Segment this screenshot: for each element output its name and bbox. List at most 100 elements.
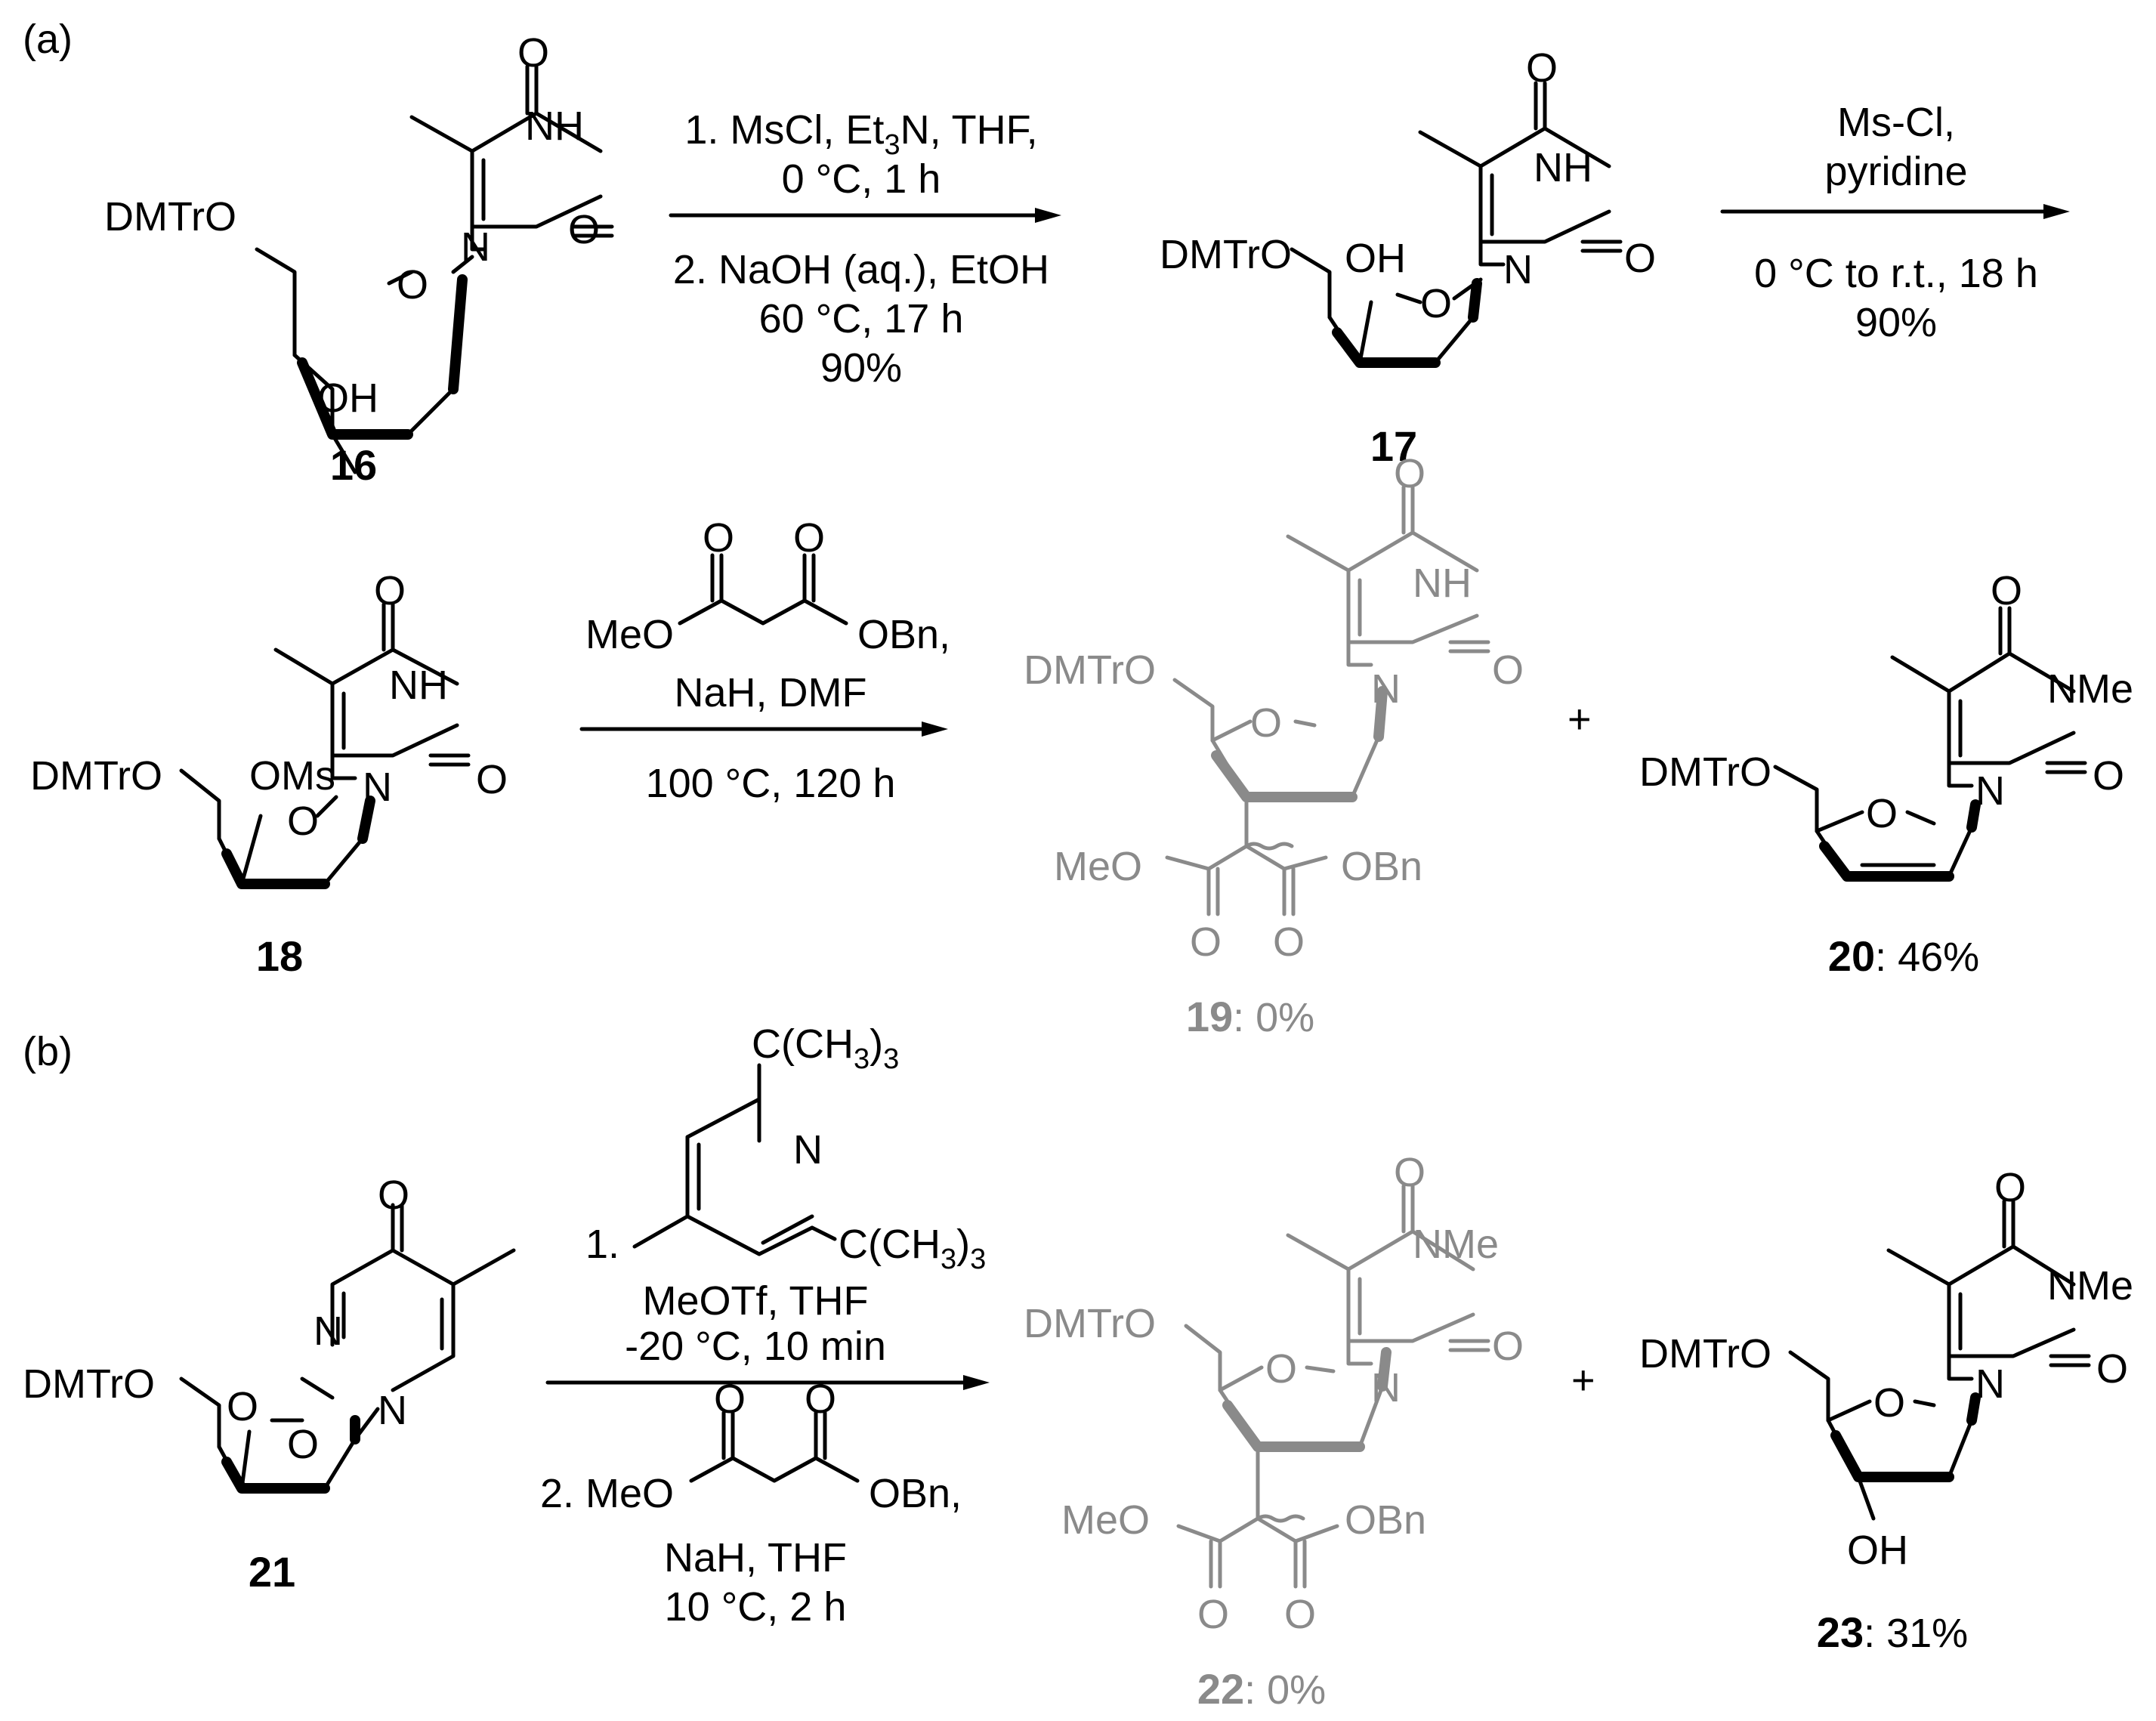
step2-conditions-below-line1: 0 °C to r.t., 18 h — [1754, 251, 2038, 296]
compound-19-obn: OBn — [1341, 844, 1422, 889]
compound-22: DMTrO O NMe O N O MeO OBn O O 22: 0% — [1024, 1150, 1524, 1713]
step1-conditions-below-line1: 2. NaOH (aq.), EtOH — [673, 247, 1049, 292]
malonate-a-meo: MeO — [585, 612, 674, 657]
compound-17-carbonyl-o2: O — [1624, 236, 1656, 281]
compound-23-dmtro: DMTrO — [1639, 1331, 1771, 1376]
compound-22-yield: : 0% — [1244, 1667, 1326, 1713]
compound-20: DMTrO O NMe O N O 20: 46% — [1639, 568, 2133, 980]
compound-23-bonds — [1788, 1199, 2091, 1521]
plus-sign-a: + — [1568, 697, 1592, 742]
step1-conditions-below-line3: 90% — [820, 345, 902, 391]
reaction-arrow-2 — [1720, 204, 2070, 219]
compound-19: DMTrO O NH O N O MeO OBn O O 19: 0% — [1024, 451, 1524, 1040]
compound-18-carbonyl-o: O — [374, 568, 406, 613]
compound-22-ring-o: O — [1265, 1346, 1297, 1392]
compound-21-dmtro: DMTrO — [23, 1361, 155, 1407]
compound-23-number: 23 — [1817, 1608, 1864, 1656]
compound-22-ester-o2: O — [1284, 1592, 1316, 1637]
compound-22-nme: NMe — [1413, 1222, 1499, 1267]
step4-conditions-above-line2: -20 °C, 10 min — [625, 1324, 886, 1369]
step2-conditions-below-line2: 90% — [1855, 300, 1937, 345]
compound-18-number: 18 — [256, 932, 303, 980]
pyridine-tbu-top: C(CH3)3 — [752, 1021, 899, 1075]
compound-17: DMTrO OH O NH O N O 17 — [1160, 45, 1656, 470]
panel-label-b: (b) — [23, 1029, 73, 1074]
compound-20-carbonyl-o: O — [1991, 568, 2022, 613]
compound-21-ring-o: O — [287, 1422, 319, 1467]
compound-16-carbonyl-o2: O — [568, 207, 600, 252]
pyridine-tbu-right: C(CH3)3 — [839, 1222, 986, 1275]
compound-20-nme: NMe — [2047, 666, 2133, 712]
compound-16-ring-o: O — [397, 262, 428, 307]
compound-20-n1: N — [1975, 768, 2005, 814]
compound-18-nh: NH — [389, 663, 448, 708]
compound-17-n1: N — [1503, 247, 1533, 292]
compound-22-obn: OBn — [1345, 1497, 1426, 1543]
malonate-a-o2: O — [793, 515, 825, 561]
compound-18-bonds — [179, 602, 471, 889]
compound-22-carbonyl-o: O — [1394, 1150, 1425, 1195]
compound-21: DMTrO O N O N O 21 — [23, 1173, 516, 1596]
compound-19-nh: NH — [1413, 561, 1472, 606]
base-pyridine-reagent: C(CH3)3 N C(CH3)3 1. — [585, 1021, 986, 1275]
malonate-reagent-b: O O 2. MeO OBn, — [540, 1376, 962, 1516]
compound-19-dmtro: DMTrO — [1024, 647, 1156, 693]
compound-22-label: 22: 0% — [1197, 1665, 1326, 1713]
malonate-a-o1: O — [703, 515, 734, 561]
compound-19-number: 19 — [1186, 993, 1233, 1040]
compound-22-number: 22 — [1197, 1665, 1244, 1713]
malonate-reagent-a: O O MeO OBn, — [585, 515, 950, 657]
compound-18-oms: OMs — [249, 753, 335, 799]
step1-conditions-above-line2: 0 °C, 1 h — [782, 156, 941, 202]
compound-17-bonds — [1290, 81, 1623, 368]
step4-conditions-below-line3: 10 °C, 2 h — [665, 1584, 847, 1630]
compound-19-yield: : 0% — [1233, 995, 1314, 1040]
compound-20-dmtro: DMTrO — [1639, 749, 1771, 795]
compound-23: DMTrO O NMe O N O OH 23: 31% — [1639, 1165, 2133, 1656]
compound-17-number: 17 — [1370, 422, 1417, 470]
compound-19-ester-o2: O — [1273, 919, 1305, 965]
malonate-a-obn: OBn, — [857, 612, 950, 657]
compound-20-yield: : 46% — [1875, 935, 1979, 980]
compound-18-n1: N — [363, 765, 392, 810]
compound-20-number: 20 — [1828, 932, 1875, 980]
plus-sign-b: + — [1571, 1358, 1595, 1403]
malonate-b-obn: OBn, — [869, 1471, 962, 1516]
compound-23-carbonyl-o: O — [1994, 1165, 2026, 1210]
step4-item1: 1. — [585, 1222, 619, 1267]
compound-19-carbonyl-o2: O — [1492, 647, 1524, 693]
reaction-arrow-4 — [545, 1375, 990, 1390]
compound-16-n1: N — [461, 224, 490, 270]
compound-20-ring-o: O — [1866, 791, 1898, 836]
compound-18-ring-o: O — [287, 799, 319, 844]
panel-label-a: (a) — [23, 17, 73, 62]
compound-17-dmtro: DMTrO — [1160, 232, 1292, 277]
reaction-arrow-3 — [579, 721, 948, 737]
compound-23-oh: OH — [1847, 1528, 1908, 1573]
compound-17-ring-o: O — [1420, 281, 1452, 326]
compound-16-oh: OH — [317, 375, 378, 421]
compound-18-dmtro: DMTrO — [30, 753, 162, 799]
compound-23-n1: N — [1975, 1361, 2005, 1407]
compound-22-carbonyl-o2: O — [1492, 1324, 1524, 1369]
compound-23-carbonyl-o2: O — [2096, 1346, 2128, 1392]
compound-19-meo: MeO — [1054, 844, 1142, 889]
pyridine-n: N — [793, 1127, 823, 1173]
compound-22-n1: N — [1371, 1365, 1401, 1410]
compound-16-dmtro: DMTrO — [104, 194, 236, 239]
compound-19-bonds — [1165, 485, 1490, 916]
step4-conditions-below-line2: NaH, THF — [664, 1535, 847, 1580]
compound-22-bonds — [1176, 1184, 1490, 1589]
compound-21-bridge-o: O — [227, 1384, 258, 1429]
step3-conditions-below: 100 °C, 120 h — [646, 761, 896, 806]
compound-17-nh: NH — [1534, 145, 1592, 190]
compound-19-label: 19: 0% — [1186, 993, 1314, 1040]
compound-23-label: 23: 31% — [1817, 1608, 1968, 1656]
compound-22-meo: MeO — [1061, 1497, 1150, 1543]
compound-19-n1: N — [1371, 666, 1401, 712]
compound-23-yield: : 31% — [1864, 1611, 1968, 1656]
compound-16-number: 16 — [330, 441, 377, 489]
compound-23-ring-o: O — [1873, 1380, 1905, 1426]
compound-21-number: 21 — [249, 1548, 295, 1596]
compound-20-carbonyl-o2: O — [2093, 753, 2124, 799]
